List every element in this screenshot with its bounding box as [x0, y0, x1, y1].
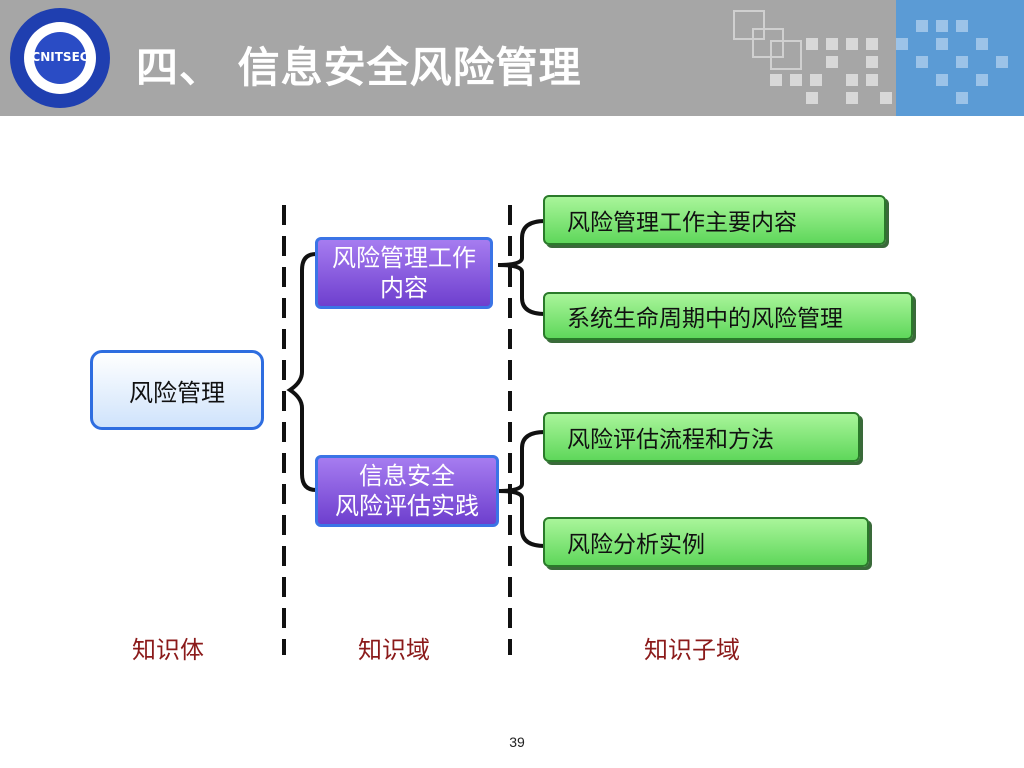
- domain1-brace: [497, 219, 546, 316]
- deco-square: [770, 74, 782, 86]
- deco-square: [866, 74, 878, 86]
- domain-label-line2: 风险评估实践: [335, 492, 479, 520]
- deco-square: [936, 38, 948, 50]
- deco-square: [826, 56, 838, 68]
- deco-square: [976, 38, 988, 50]
- deco-square: [880, 92, 892, 104]
- deco-square: [916, 56, 928, 68]
- deco-square: [846, 92, 858, 104]
- deco-square: [936, 74, 948, 86]
- page-number: 39: [509, 734, 525, 750]
- knowledge-subdomain-box: 风险分析实例: [543, 517, 869, 567]
- deco-square: [790, 74, 802, 86]
- deco-square: [956, 92, 968, 104]
- deco-square: [866, 56, 878, 68]
- deco-square: [936, 20, 948, 32]
- knowledge-subdomain-box: 风险评估流程和方法: [543, 412, 860, 462]
- knowledge-domain-box: 风险管理工作 内容: [315, 237, 493, 309]
- column-label-knowledge-subdomain: 知识子域: [644, 636, 740, 664]
- deco-square: [810, 74, 822, 86]
- deco-square: [846, 74, 858, 86]
- domain2-brace: [497, 430, 546, 548]
- deco-square: [846, 38, 858, 50]
- deco-square: [896, 38, 908, 50]
- domain-label-line1: 风险管理工作: [332, 244, 476, 272]
- domain-label-line2: 内容: [380, 274, 428, 302]
- deco-square: [733, 10, 765, 40]
- deco-square: [826, 38, 838, 50]
- logo-text: CNITSEC: [31, 50, 89, 64]
- deco-square: [976, 74, 988, 86]
- deco-square: [770, 40, 802, 70]
- deco-square: [866, 38, 878, 50]
- org-logo: CNITSEC: [10, 8, 110, 108]
- column-label-knowledge-body: 知识体: [132, 636, 204, 664]
- knowledge-domain-box: 信息安全 风险评估实践: [315, 455, 499, 527]
- slide-title: 四、 信息安全风险管理: [136, 43, 582, 92]
- deco-square: [806, 38, 818, 50]
- knowledge-body-box: 风险管理: [90, 350, 264, 430]
- deco-square: [916, 20, 928, 32]
- deco-square: [996, 56, 1008, 68]
- column-label-knowledge-domain: 知识域: [358, 636, 430, 664]
- knowledge-subdomain-box: 风险管理工作主要内容: [543, 195, 886, 245]
- deco-square: [956, 20, 968, 32]
- deco-square: [752, 28, 784, 58]
- knowledge-subdomain-box: 系统生命周期中的风险管理: [543, 292, 913, 340]
- deco-square: [806, 92, 818, 104]
- domain-label-line1: 信息安全: [359, 462, 455, 490]
- root-brace: [286, 252, 317, 492]
- logo-globe-icon: [34, 32, 86, 84]
- deco-square: [956, 56, 968, 68]
